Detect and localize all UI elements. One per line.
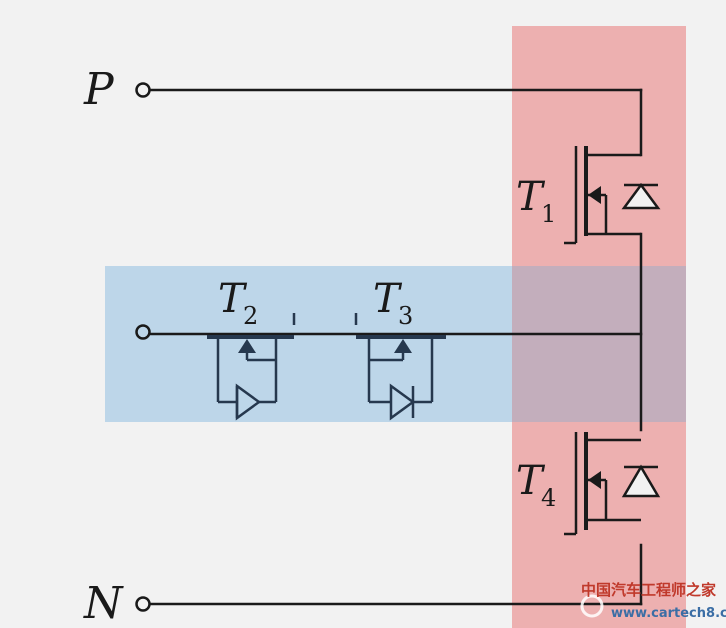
t3-index: 3: [398, 302, 413, 330]
t2-index: 2: [243, 302, 258, 330]
t3-label: T: [373, 276, 403, 322]
t4-index: 4: [541, 484, 556, 512]
terminal-neutral-node: [135, 324, 151, 340]
t4-label: T: [516, 458, 546, 504]
switch-t4: [564, 432, 661, 536]
terminal-n-node: [135, 596, 151, 612]
switch-t1: [564, 146, 661, 245]
t1-label: T: [516, 174, 546, 220]
overlap-highlight: [512, 266, 686, 422]
t1-index: 1: [541, 200, 556, 228]
watermark-title: 中国汽车工程师之家: [581, 581, 716, 599]
t4-body-arrow: [588, 471, 601, 489]
watermark-logo-icon: [580, 594, 604, 618]
t2-body-arrow: [238, 339, 256, 353]
circuit-wires: [148, 88, 643, 606]
watermark-url: www.cartech8.com: [611, 606, 726, 621]
terminal-p-label: P: [83, 64, 115, 115]
terminal-n-label: N: [83, 578, 124, 628]
switch-t2: [207, 313, 296, 421]
terminal-p-node: [135, 82, 151, 98]
t1-body-arrow: [588, 186, 601, 204]
t3-body-arrow: [394, 339, 412, 353]
bidirectional-switch-highlight: [105, 266, 512, 422]
t2-label: T: [218, 276, 248, 322]
